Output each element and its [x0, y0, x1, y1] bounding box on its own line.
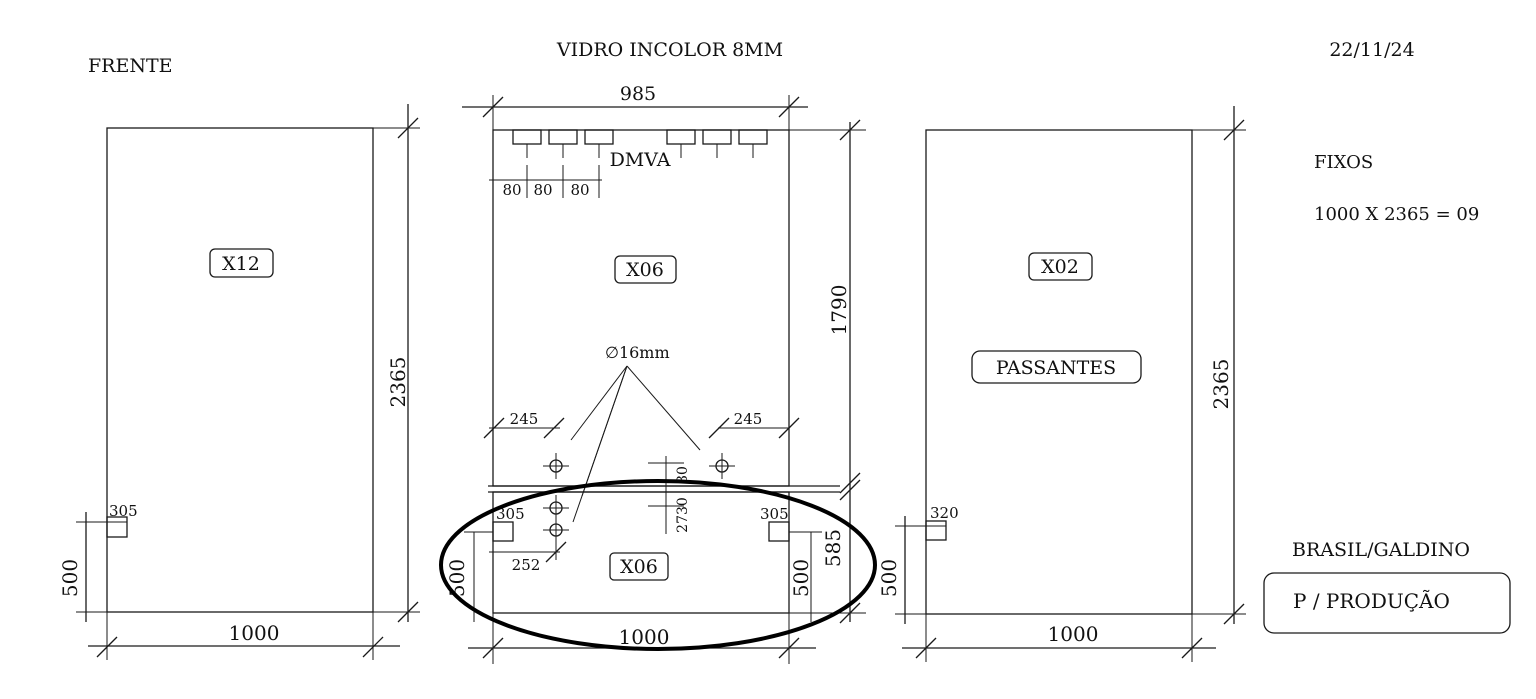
hardware-notches — [512, 129, 768, 158]
highlight-ellipse — [439, 479, 877, 651]
drawing-date: 22/11/24 — [1329, 39, 1414, 61]
status-stamp-frame — [1263, 572, 1511, 634]
panel-left-qty-frame — [209, 248, 274, 278]
lower-left-height-dim: 500 — [445, 559, 469, 597]
lower-width-dim: 1000 — [619, 625, 670, 649]
panel-middle-width-dim: 985 — [620, 83, 656, 105]
panel-right-width-dim: 1000 — [1048, 622, 1099, 646]
lower-right-height-dim: 500 — [789, 559, 813, 597]
lower-notch-left-dim: 305 — [496, 505, 525, 523]
lower-height-dim: 585 — [821, 529, 845, 567]
panel-right-outline — [925, 129, 1193, 615]
panel-right-notch — [925, 520, 947, 541]
panel-middle-lower-qty-tag: X06 — [620, 556, 658, 578]
hole-diameter-label: ∅16mm — [605, 343, 670, 362]
panel-right-note-tag: PASSANTES — [996, 357, 1116, 379]
lower-notch-right — [768, 521, 790, 542]
view-label: FRENTE — [88, 55, 173, 77]
panel-left-outline — [106, 127, 374, 613]
lower-notch-left — [492, 521, 514, 542]
spacing-dim-2: 80 — [533, 181, 552, 199]
glass-spec: VIDRO INCOLOR 8MM — [556, 39, 783, 61]
lower-notch-right-dim: 305 — [760, 505, 789, 523]
panel-left-notch — [106, 516, 128, 538]
panel-left: X12 305 2365 500 1000 — [58, 104, 420, 660]
hardware-label: DMVA — [610, 149, 671, 171]
panel-right: X02 PASSANTES 320 2365 500 1000 — [877, 106, 1246, 662]
panel-middle: 985 DMVA 80 80 80 X06 ∅1 — [439, 83, 877, 664]
edge-dim-left: 245 — [510, 410, 539, 428]
spacing-dim-3: 80 — [570, 181, 589, 199]
hole-marks-lower — [543, 495, 569, 543]
info-calc-line: 1000 X 2365 = 09 — [1314, 204, 1479, 225]
info-section-title: FIXOS — [1314, 152, 1373, 173]
panel-left-width-dim: 1000 — [229, 621, 280, 645]
hole-offset-dim: 252 — [512, 556, 541, 574]
panel-right-notch-height-dim: 500 — [877, 559, 901, 597]
edge-dim-right: 245 — [734, 410, 763, 428]
panel-left-notch-dim: 305 — [109, 502, 138, 520]
panel-right-qty-frame — [1028, 252, 1093, 281]
status-stamp: P / PRODUÇÃO — [1293, 589, 1450, 613]
panel-left-notch-height-dim: 500 — [58, 559, 82, 597]
panel-middle-lower-qty-frame — [609, 552, 669, 581]
panel-right-note-frame — [971, 350, 1142, 384]
panel-right-height-dim: 2365 — [1209, 359, 1233, 410]
panel-middle-upper-qty-frame — [614, 255, 677, 284]
panel-left-qty-tag: X12 — [222, 253, 260, 275]
panel-left-height-dim: 2365 — [386, 357, 410, 408]
hole-marks-upper — [543, 453, 735, 479]
client-label: BRASIL/GALDINO — [1292, 539, 1470, 561]
spacing-dim-1: 80 — [502, 181, 521, 199]
info-column: FIXOS 1000 X 2365 = 09 BRASIL/GALDINO P … — [1263, 152, 1511, 634]
panel-middle-upper-qty-tag: X06 — [626, 259, 664, 281]
panel-right-qty-tag: X02 — [1041, 256, 1079, 278]
panel-right-notch-dim: 320 — [930, 504, 959, 522]
upper-height-dim: 1790 — [827, 285, 851, 336]
total-dim: 2730 — [675, 497, 691, 533]
